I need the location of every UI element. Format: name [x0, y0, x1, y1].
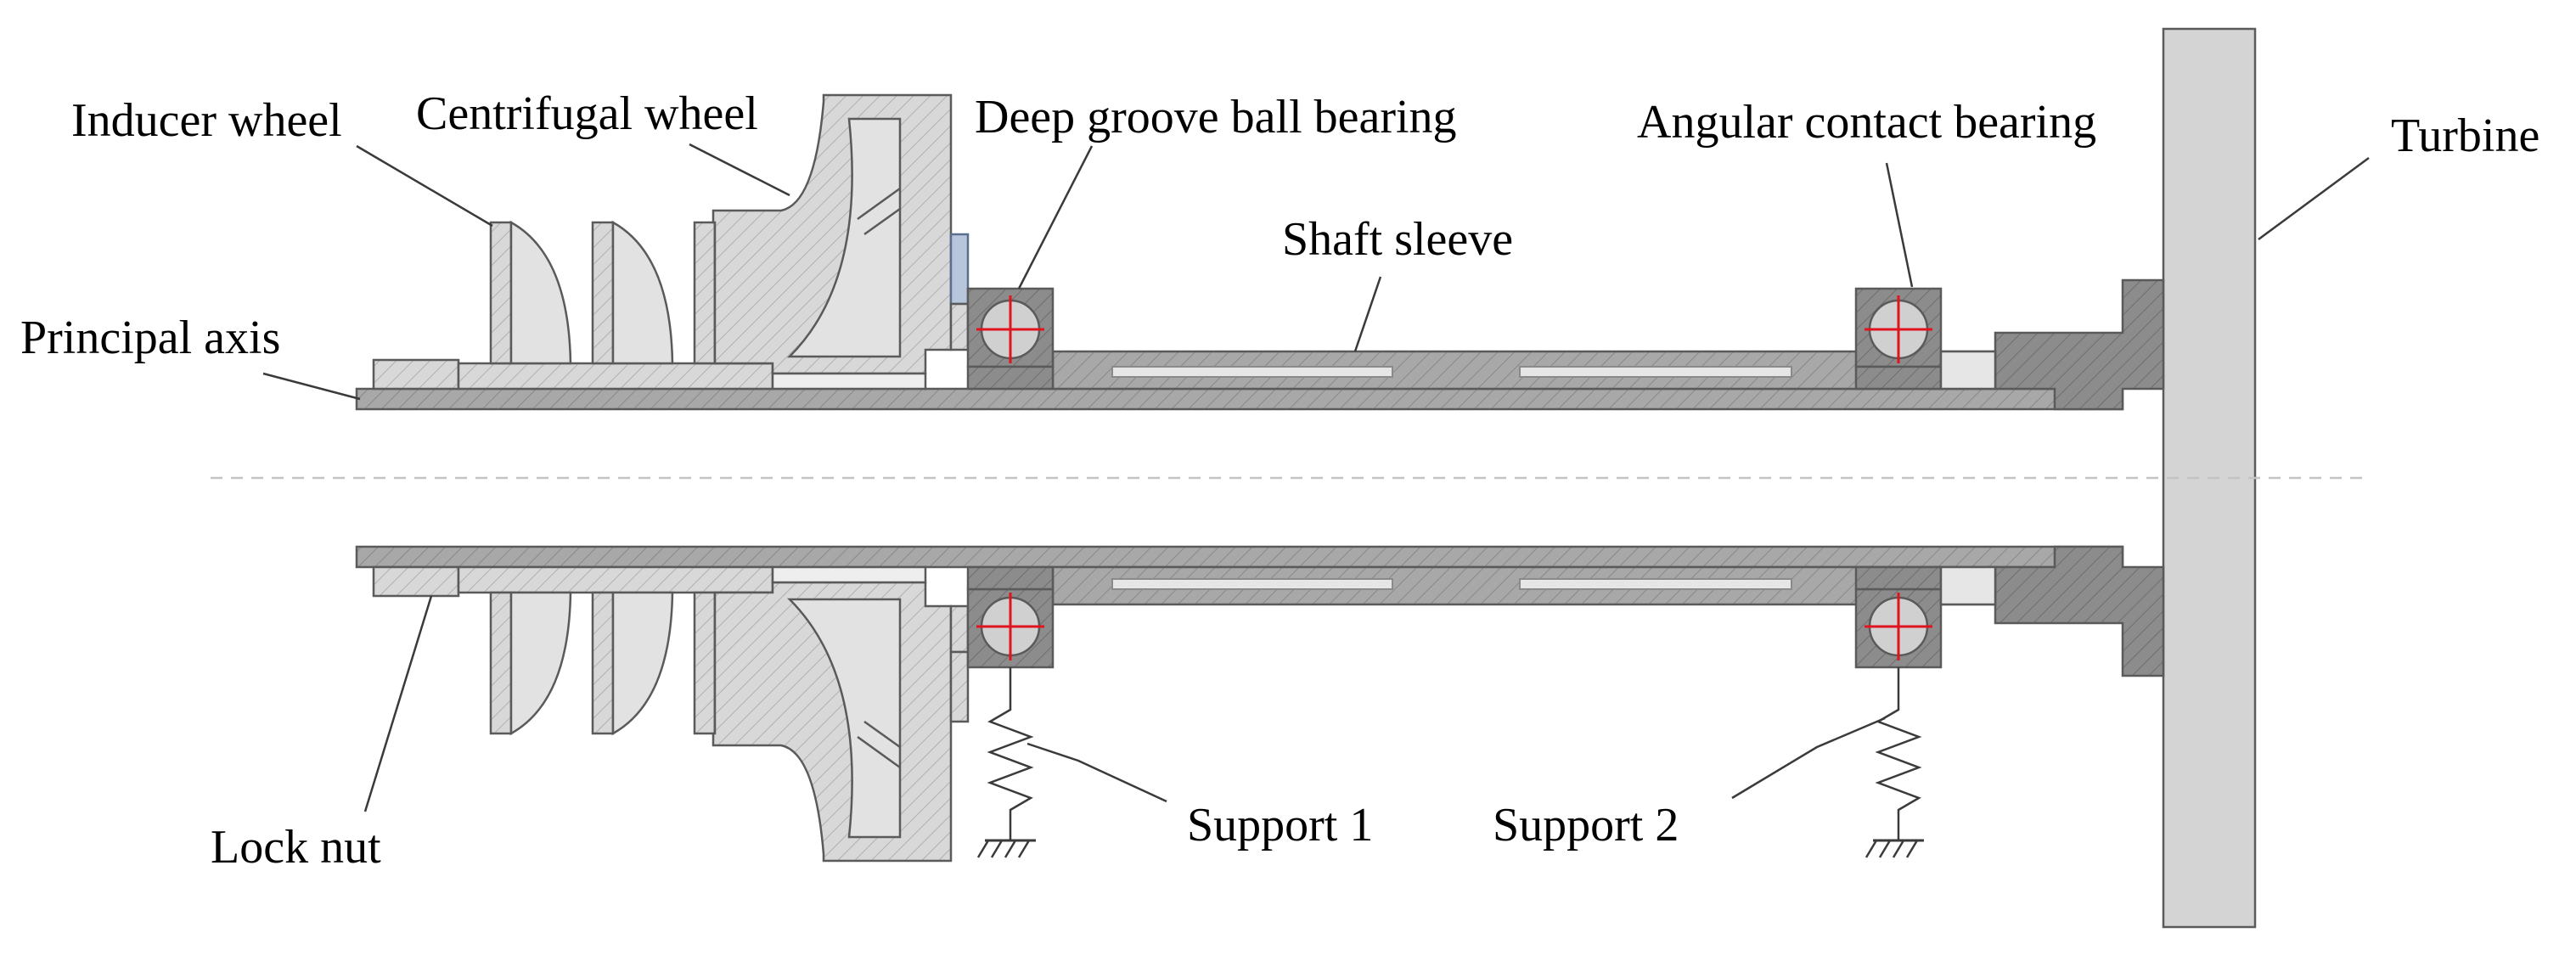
lock-nut-lower [372, 565, 460, 598]
inducer-blade-1-upper [489, 220, 572, 365]
deep-groove-ball-bearing-upper [966, 287, 1055, 391]
angular-contact-bearing-lower [1854, 565, 1943, 669]
lock-nut-upper [372, 358, 460, 391]
leader-turbine [2258, 156, 2370, 241]
label-shaft-sleeve: Shaft sleeve [1282, 213, 1513, 266]
label-lock-nut: Lock nut [211, 821, 381, 874]
deep-groove-ball-bearing-lower [966, 565, 1055, 669]
leader-centrifugal-wheel [689, 143, 790, 197]
wheel-hub-upper [457, 362, 774, 391]
wheel-hub-lower [457, 565, 774, 594]
angular-contact-bearing-upper [1854, 287, 1943, 391]
leader-support-2 [1731, 717, 1886, 800]
leader-deep-groove-ball-bearing [1017, 145, 1094, 289]
support-2-spring [1865, 667, 1924, 858]
leader-principal-axis [262, 372, 361, 401]
principal-axis-upper [355, 387, 2124, 411]
principal-axis-lower [355, 545, 2124, 569]
leader-inducer-wheel [356, 144, 493, 228]
upper-half-assembly [355, 93, 2165, 411]
leader-lock-nut [363, 595, 433, 812]
lower-half-assembly [355, 545, 2165, 863]
label-angular-contact-bearing: Angular contact bearing [1637, 96, 2096, 149]
label-centrifugal-wheel: Centrifugal wheel [416, 87, 758, 140]
label-support-2: Support 2 [1493, 799, 1679, 851]
label-deep-groove-ball-bearing: Deep groove ball bearing [975, 91, 1457, 143]
leader-angular-contact-bearing [1885, 162, 1914, 288]
inducer-blade-2-lower [591, 591, 674, 736]
label-support-1: Support 1 [1187, 799, 1373, 851]
label-inducer-wheel: Inducer wheel [71, 94, 342, 147]
inducer-blade-1-lower [489, 591, 572, 736]
seal-upper [949, 233, 970, 306]
support-1-spring [976, 667, 1036, 858]
inducer-blade-2-upper [591, 220, 674, 365]
leader-support-1 [1026, 742, 1167, 803]
shaft-flange-lower [1994, 545, 2165, 677]
label-principal-axis: Principal axis [20, 312, 280, 364]
label-turbine: Turbine [2391, 110, 2539, 162]
leader-shaft-sleeve [1353, 276, 1382, 352]
centrifugal-wheel-upper [711, 93, 953, 375]
centrifugal-wheel-lower [711, 581, 953, 863]
shaft-flange-upper [1994, 278, 2165, 411]
